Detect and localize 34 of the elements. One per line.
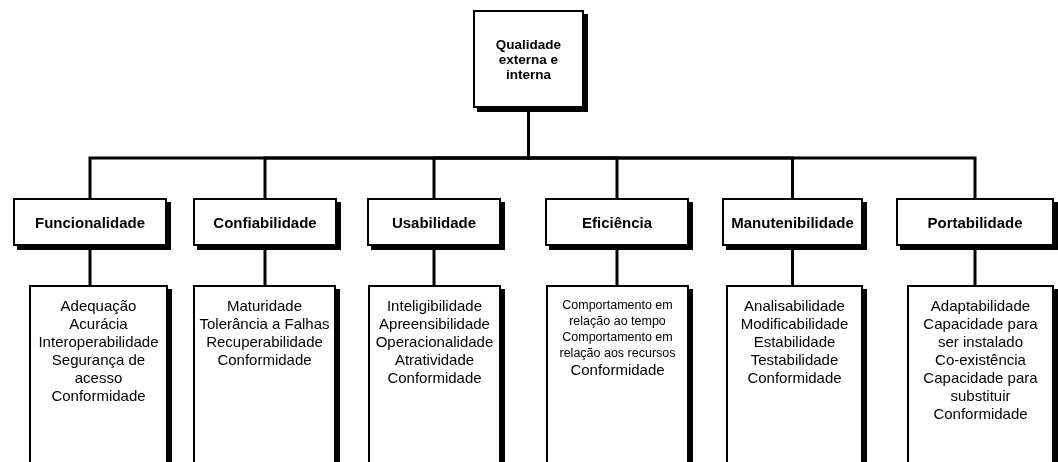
attribute-text: Conformidade <box>51 387 146 405</box>
attribute-text: Conformidade <box>387 369 482 387</box>
attribute-text: Conformidade <box>747 369 842 387</box>
attribute-text: Conformidade <box>217 351 312 369</box>
attribute-text: Atratividade <box>394 351 475 369</box>
attribute-text: Acurácia <box>69 315 128 333</box>
attribute-text: Inteligibilidade <box>386 297 483 315</box>
attribute-text: Recuperabilidade <box>206 333 323 351</box>
attribute-text: Co-existência <box>935 351 1026 369</box>
attribute-text: Capacidade para substituir <box>922 369 1039 405</box>
attribute-text: Capacidade para ser instalado <box>922 315 1039 351</box>
attribute-text: Testabilidade <box>750 351 839 369</box>
attribute-text: Conformidade <box>933 405 1028 423</box>
heading-text: Confiabilidade <box>213 213 317 231</box>
attribute-text: Interoperabilidade <box>38 333 159 351</box>
attribute-text: Comportamento em relação aos recursos <box>558 329 677 361</box>
heading-text: Eficiência <box>581 213 652 231</box>
attribute-text: Analisabilidade <box>744 297 845 315</box>
heading-text: Funcionalidade <box>35 213 145 231</box>
heading-text: Usabilidade <box>391 213 477 231</box>
heading-text: Qualidade externa e interna <box>494 36 563 82</box>
attribute-text: Comportamento em relação ao tempo <box>561 297 674 329</box>
attribute-text: Estabilidade <box>753 333 836 351</box>
attribute-text: Adaptabilidade <box>930 297 1031 315</box>
attribute-text: Maturidade <box>226 297 302 315</box>
attribute-text: Apreensibilidade <box>379 315 490 333</box>
heading-text: Portabilidade <box>927 213 1023 231</box>
attribute-text: Conformidade <box>570 361 665 379</box>
attribute-text: Modificabilidade <box>740 315 849 333</box>
attribute-text: Adequação <box>60 297 137 315</box>
attribute-text: Tolerância a Falhas <box>199 315 330 333</box>
heading-text: Manutenibilidade <box>731 213 854 231</box>
attribute-text: Segurança de acesso <box>50 351 147 387</box>
attribute-text: Operacionalidade <box>375 333 494 351</box>
